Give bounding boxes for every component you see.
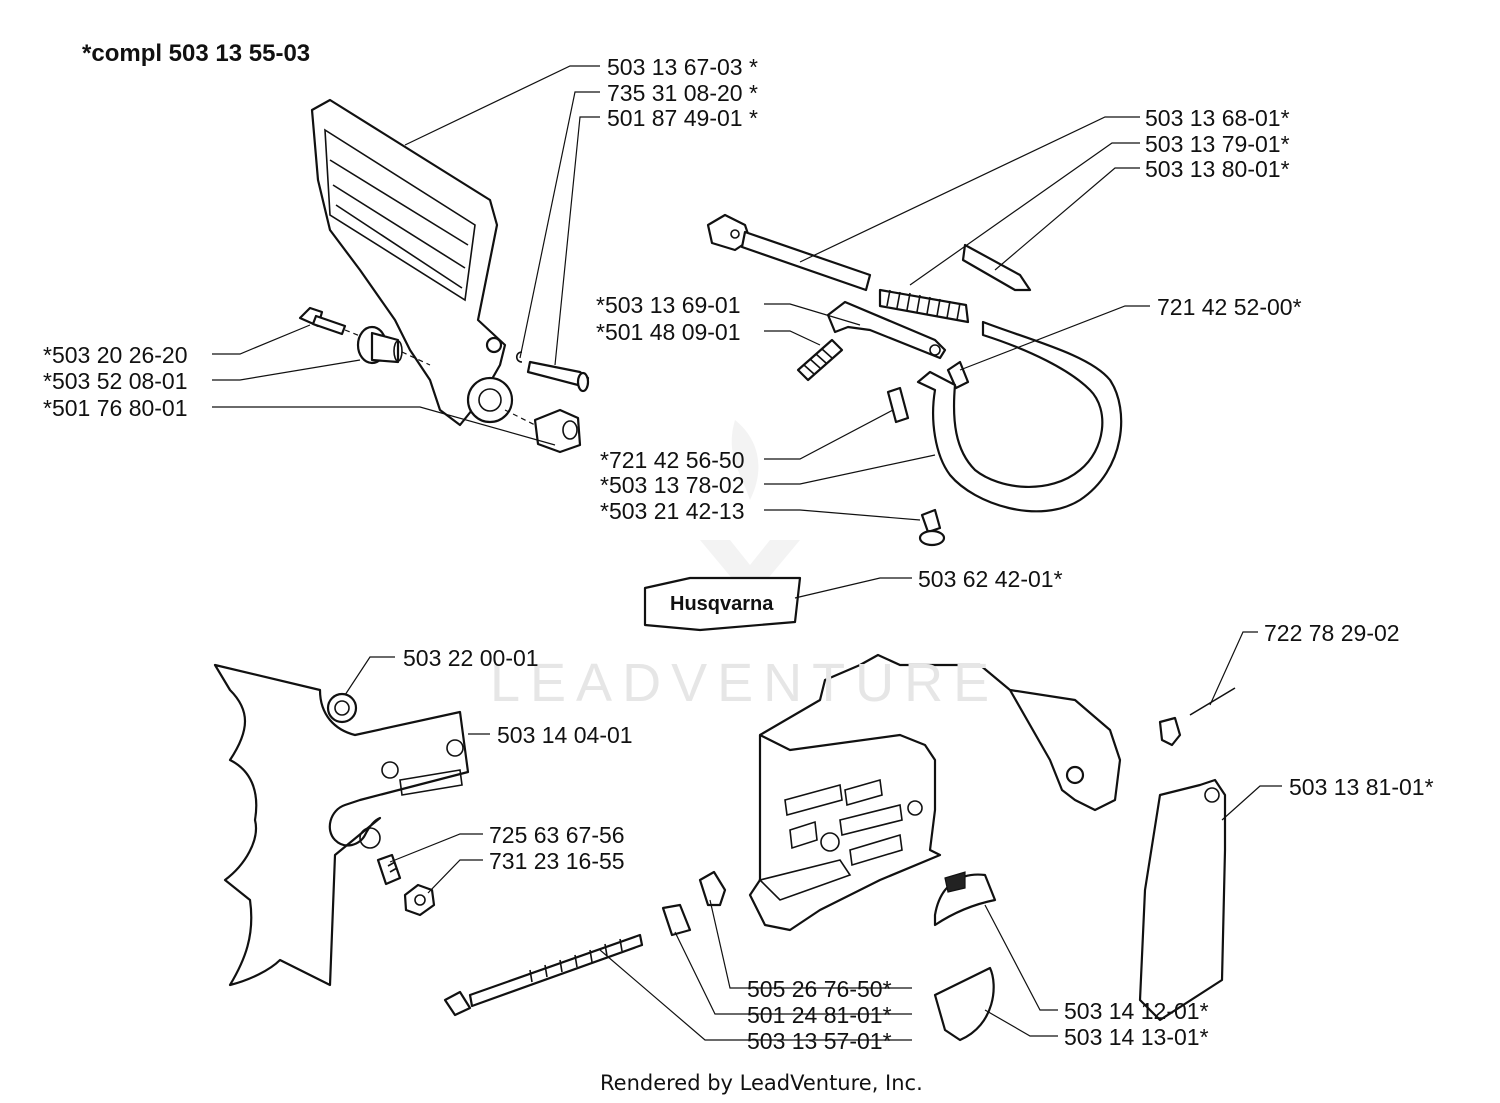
brake-rod-part (706, 213, 872, 292)
wedge-part-2 (933, 966, 995, 1042)
needle-valve-part (1158, 687, 1236, 747)
part-label[interactable]: *503 13 78-02 (600, 472, 745, 498)
part-label[interactable]: 503 62 42-01* (918, 566, 1063, 592)
washer-plate-part (661, 903, 692, 937)
lever-part (826, 300, 947, 360)
clutch-cover-part (748, 653, 1122, 932)
part-label[interactable]: 505 26 76-50* (747, 976, 892, 1002)
decal-text: Husqvarna (670, 593, 774, 615)
part-label[interactable]: 503 13 67-03 * (607, 54, 758, 80)
husqvarna-decal: Husqvarna (643, 576, 802, 632)
bolt-part (376, 853, 402, 886)
part-label[interactable]: 503 14 04-01 (497, 722, 633, 748)
part-label[interactable]: *503 21 42-13 (600, 498, 745, 524)
watermark-text: LEADVENTURE (490, 653, 1000, 713)
part-label[interactable]: *503 20 26-20 (43, 342, 188, 368)
hand-guard-part (310, 98, 514, 427)
part-label[interactable]: 503 14 13-01* (1064, 1024, 1209, 1050)
part-label[interactable]: *503 52 08-01 (43, 368, 188, 394)
part-label[interactable]: 503 13 57-01* (747, 1028, 892, 1054)
part-label[interactable]: 501 87 49-01 * (607, 105, 758, 131)
part-label[interactable]: *501 48 09-01 (596, 319, 741, 345)
small-pin-part (886, 360, 970, 424)
small-spring-part (796, 338, 844, 382)
part-label[interactable]: 501 24 81-01* (747, 1002, 892, 1028)
screw-part (298, 306, 371, 341)
part-label[interactable]: 731 23 16-55 (489, 848, 625, 874)
part-label[interactable]: 503 13 81-01* (1289, 774, 1434, 800)
circlip-pin-part (515, 351, 590, 393)
cover-plate-part (1138, 778, 1227, 1022)
part-label[interactable]: 503 13 80-01* (1145, 156, 1290, 182)
leader-lines (212, 65, 1282, 1041)
screw-small-part (918, 508, 946, 547)
part-label[interactable]: 503 22 00-01 (403, 645, 539, 671)
pin-part (961, 243, 1032, 292)
bushing-part (356, 325, 431, 366)
assembly-heading: *compl 503 13 55-03 (82, 40, 311, 67)
bracket-part (213, 663, 470, 987)
part-label[interactable]: 503 13 79-01* (1145, 131, 1290, 157)
part-label[interactable]: *721 42 56-50 (600, 447, 745, 473)
wedge-part-1 (933, 871, 997, 927)
part-label[interactable]: 735 31 08-20 * (607, 80, 758, 106)
watermark-logo (700, 420, 800, 600)
adjuster-screw-part (443, 933, 644, 1017)
part-label[interactable]: 503 13 68-01* (1145, 105, 1290, 131)
nut-part (403, 883, 436, 917)
spring-part (878, 288, 970, 324)
part-label[interactable]: 721 42 52-00* (1157, 294, 1302, 320)
part-label[interactable]: 725 63 67-56 (489, 822, 625, 848)
part-label[interactable]: 722 78 29-02 (1264, 620, 1400, 646)
plug-part (504, 408, 582, 454)
footer-credit: Rendered by LeadVenture, Inc. (600, 1071, 923, 1095)
part-label[interactable]: 503 14 12-01* (1064, 998, 1209, 1024)
part-label[interactable]: *501 76 80-01 (43, 395, 188, 421)
brake-band-part (916, 320, 1123, 513)
part-label[interactable]: *503 13 69-01 (596, 292, 741, 318)
adjuster-pin-part (698, 870, 727, 907)
